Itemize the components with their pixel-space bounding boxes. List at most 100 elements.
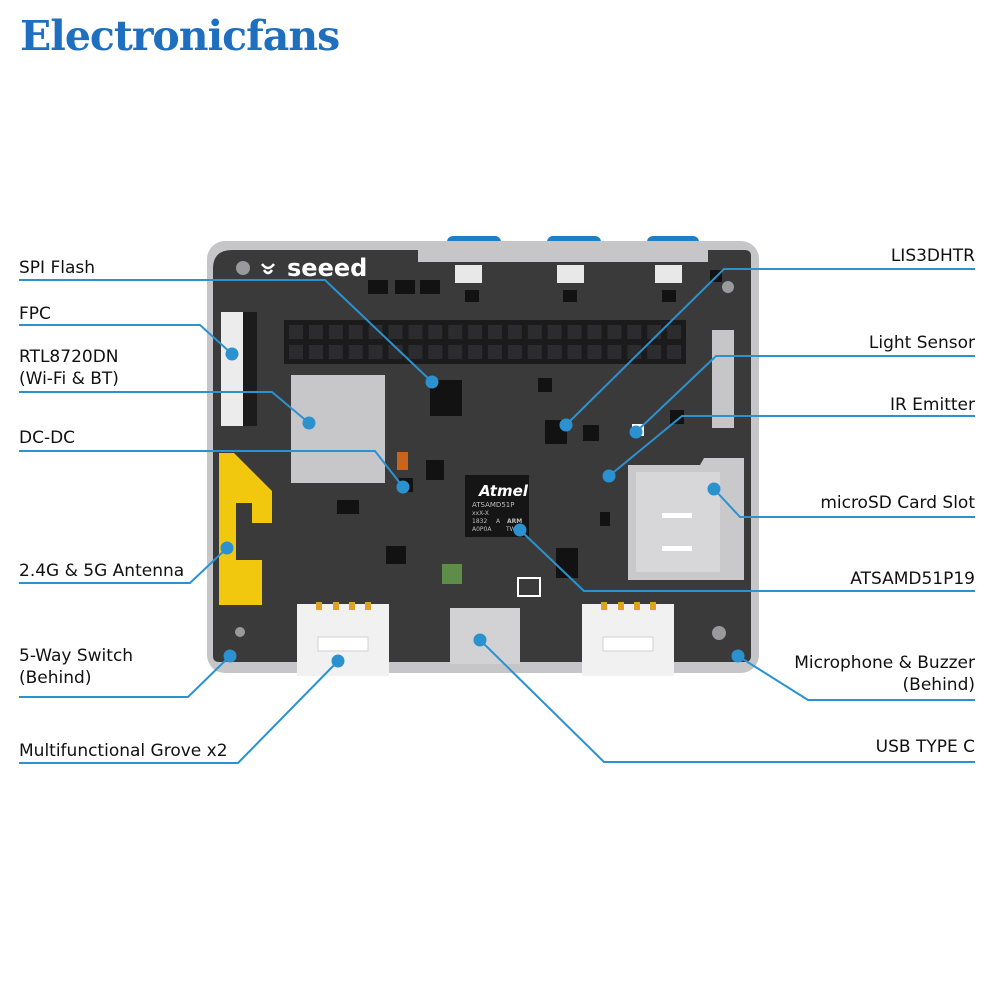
header-pin	[408, 345, 423, 359]
header-pin	[607, 345, 622, 359]
chip-line1: ATSAMD51P	[472, 501, 514, 509]
callout-line: Microphone & Buzzer	[794, 653, 975, 673]
leader-antenna	[19, 547, 228, 584]
callout-line: IR Emitter	[889, 395, 975, 415]
misc-components	[337, 270, 722, 578]
callout-spi-flash: SPI Flash	[19, 257, 95, 279]
callout-dots	[220, 347, 745, 668]
dot-spi-flash	[425, 375, 439, 389]
callout-dc-dc: DC-DC	[19, 427, 75, 449]
callout-line: 2.4G & 5G Antenna	[19, 561, 185, 581]
fpc-connector	[221, 312, 243, 426]
callout-ir-emitter: IR Emitter	[890, 394, 975, 416]
header-pin	[348, 325, 363, 339]
callout-usb-c: USB TYPE C	[876, 736, 975, 758]
microsd-slot	[628, 458, 744, 580]
callout-line: (Behind)	[19, 668, 92, 688]
chip-line3: 1832	[472, 518, 487, 525]
header-pin	[567, 325, 582, 339]
header-pin	[448, 345, 463, 359]
dot-dc-dc	[396, 480, 410, 494]
callout-line: DC-DC	[19, 428, 76, 448]
mount-hole-top-left	[236, 261, 250, 275]
chip-arm: ARM	[507, 518, 522, 525]
leader-usb-c	[479, 639, 975, 763]
callout-antenna: 2.4G & 5G Antenna	[19, 560, 184, 582]
chip-line4: A0P0A	[472, 526, 492, 533]
callout-line: LIS3DHTR	[890, 246, 975, 266]
dot-antenna	[220, 541, 234, 555]
header-pin	[488, 345, 502, 359]
header-pin	[368, 345, 383, 359]
top-strip	[418, 250, 708, 262]
callout-light-sensor: Light Sensor	[869, 332, 975, 354]
rtl8720dn-module	[291, 375, 385, 483]
header-pin	[468, 345, 483, 359]
header-pin	[428, 345, 443, 359]
right-rail	[712, 330, 734, 428]
callout-line: SPI Flash	[19, 258, 96, 278]
chip-line4b: TW	[505, 526, 516, 533]
brand-logo-text: Electronicfans	[20, 12, 340, 60]
dot-ir-emitter	[602, 469, 616, 483]
antenna	[219, 453, 272, 605]
header-pin	[607, 325, 622, 339]
header-pin	[308, 345, 323, 359]
callout-line: microSD Card Slot	[820, 493, 975, 513]
callout-line: FPC	[19, 304, 51, 324]
callout-line: RTL8720DN	[19, 347, 119, 367]
header-pin	[527, 345, 542, 359]
gpio-header	[284, 320, 686, 364]
header-pin	[488, 325, 502, 339]
dot-light-sensor	[629, 425, 643, 439]
callout-lis3dhtr: LIS3DHTR	[891, 245, 975, 267]
atsamd51-chip: Atmel ATSAMD51P xxX-X 1832 A ARM A0P0A T…	[465, 475, 529, 537]
callout-line: Multifunctional Grove x2	[19, 741, 228, 761]
callout-line: (Wi-Fi & BT)	[19, 369, 119, 389]
header-pin	[507, 345, 522, 359]
header-pin	[667, 345, 682, 359]
callout-line: Light Sensor	[868, 333, 975, 353]
fpc-latch	[243, 312, 257, 426]
mount-hole-bottom-left	[235, 627, 245, 637]
callout-line: ATSAMD51P19	[850, 569, 975, 589]
header-pin	[289, 325, 303, 339]
header-pin	[587, 325, 602, 339]
header-pin	[408, 325, 423, 339]
mount-hole-top-right	[722, 281, 734, 293]
leader-spi-flash	[19, 279, 433, 383]
dot-usb-c	[473, 633, 487, 647]
callout-line: (Behind)	[902, 675, 975, 695]
callout-grove: Multifunctional Grove x2	[19, 740, 228, 762]
header-pin	[289, 345, 303, 359]
seeed-logo: seeed	[261, 254, 367, 282]
header-pin	[647, 345, 662, 359]
header-pin	[627, 325, 642, 339]
header-pin	[448, 325, 463, 339]
leader-grove	[19, 660, 339, 764]
header-pin	[428, 325, 443, 339]
leader-rtl8720dn	[19, 391, 310, 424]
chip-line2: xxX-X	[472, 510, 489, 517]
callout-mic-buzzer: Microphone & Buzzer(Behind)	[794, 652, 975, 696]
mount-hole-bottom-right	[712, 626, 726, 640]
leader-light-sensor	[635, 355, 975, 433]
callout-rtl8720dn: RTL8720DN(Wi-Fi & BT)	[19, 346, 119, 390]
chip-brand: Atmel	[478, 482, 529, 500]
header-pin	[388, 345, 403, 359]
header-pin	[388, 325, 403, 339]
dot-microsd	[707, 482, 721, 496]
callout-line: USB TYPE C	[875, 737, 975, 757]
dot-rtl8720dn	[302, 416, 316, 430]
leader-microsd	[713, 488, 975, 518]
header-pin	[468, 325, 483, 339]
dot-atsamd51	[513, 523, 527, 537]
leader-fpc	[19, 324, 233, 355]
dot-five-way-switch	[223, 649, 237, 663]
dot-grove	[331, 654, 345, 668]
callout-leaders	[19, 268, 975, 764]
header-pin	[667, 325, 682, 339]
leader-dc-dc	[19, 450, 404, 488]
header-pin	[308, 325, 323, 339]
